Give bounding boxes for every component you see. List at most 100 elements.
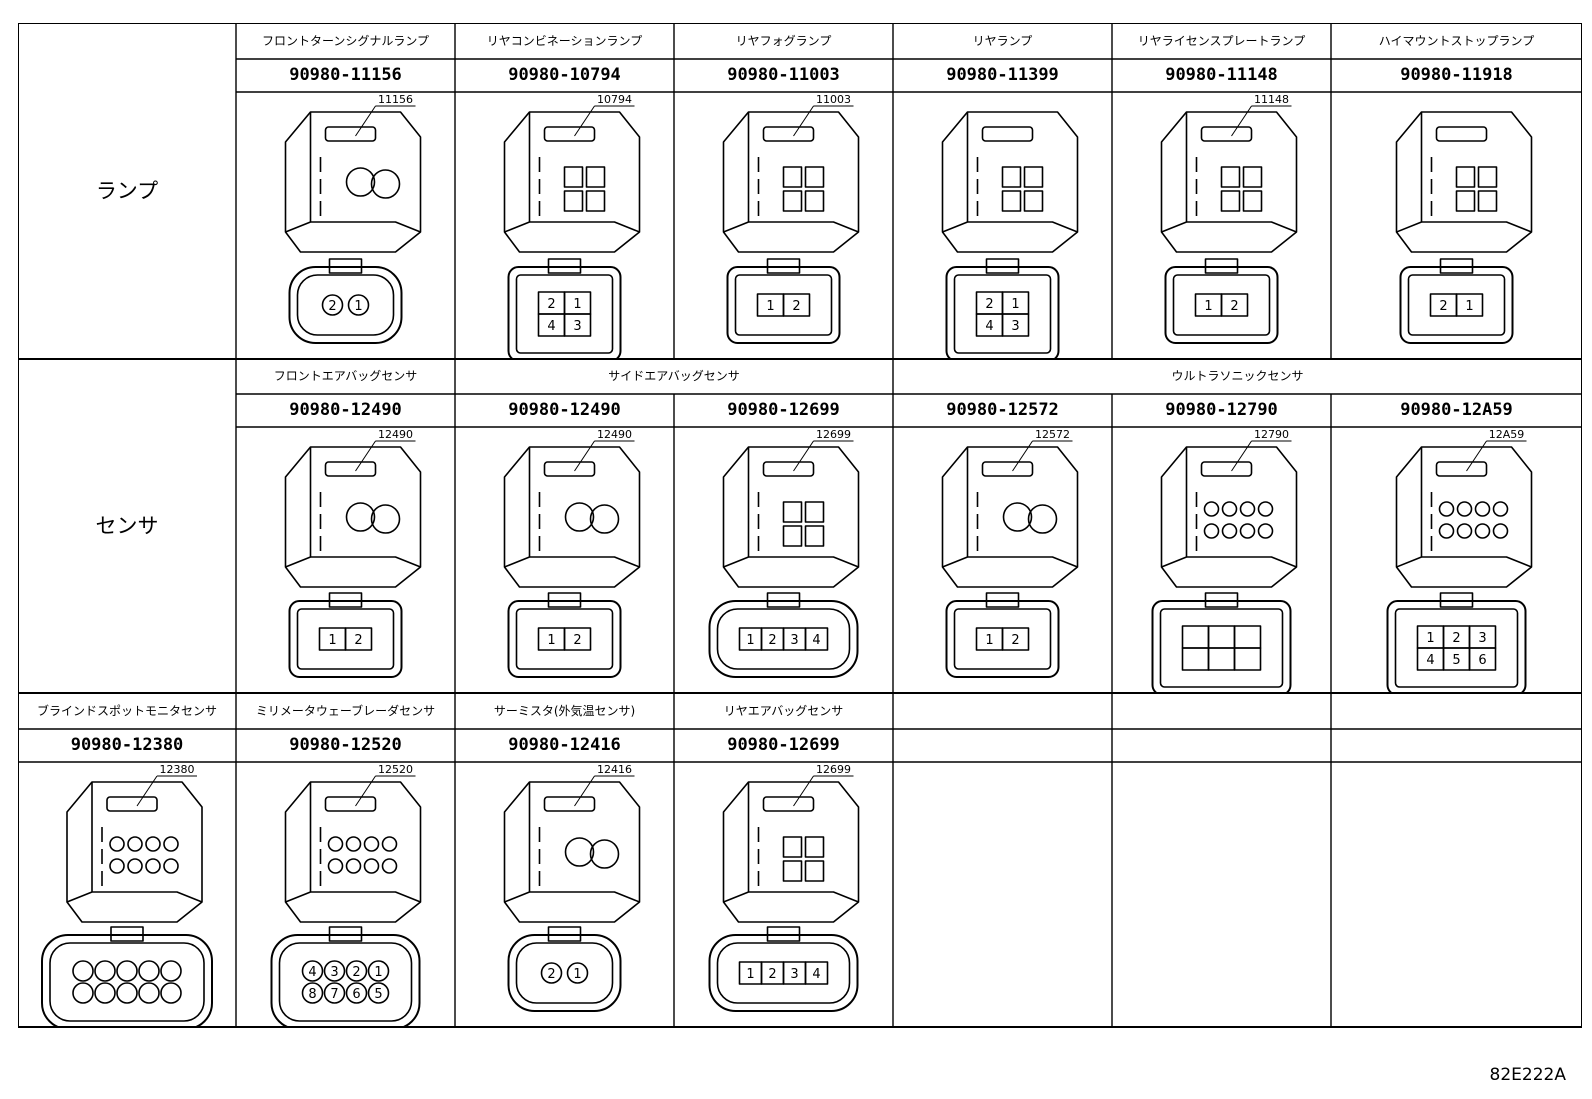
part-code-label: 12520 [378,763,413,776]
pin-number: 2 [1452,631,1460,646]
pin-cavity [782,293,811,317]
pin-number: 2 [768,633,776,648]
pin-cavity [1455,293,1484,317]
pin-number: 3 [790,633,798,648]
pin-number: 1 [1426,631,1434,646]
part-number: 90980-12A59 [1400,400,1513,420]
pin-cavity [1233,647,1262,671]
pin-cavity [1220,293,1249,317]
pin-cavity [1001,627,1030,651]
connector-illustration: 12490 1 2 [236,427,455,693]
pin-number: 3 [1478,631,1486,646]
connector-name: リヤコンビネーションランプ [486,34,643,48]
pin-cavity [563,627,592,651]
part-number: 90980-12572 [946,400,1059,420]
connector-face-drawing [41,926,213,1030]
part-code-callout: 12416 [574,763,635,807]
part-code-callout: 12380 [136,763,197,807]
part-code-callout: 12699 [793,763,854,807]
pin-cavity [347,294,370,316]
part-code-callout: 12520 [355,763,416,807]
pin-number: 1 [374,965,382,980]
connector-name [1112,693,1331,729]
connector-body-drawing [503,446,641,588]
connector-name: リヤライセンスプレートランプ [1137,34,1306,48]
pin-number: 1 [573,297,581,312]
part-number: 90980-11156 [289,65,402,85]
part-number: 90980-11003 [727,65,840,85]
part-code-label: 12699 [816,763,851,776]
pin-cavity [804,961,829,985]
pin-cavity [94,960,116,982]
connector-name: ブラインドスポットモニタセンサ [36,704,217,718]
pin-cavity [323,982,346,1004]
connector-name: ハイマウントストップランプ [1378,34,1535,48]
part-number: 90980-12416 [508,735,621,755]
part-code-label: 12490 [378,428,413,441]
pin-number: 2 [1439,299,1447,314]
pin-number: 7 [330,987,338,1002]
connector-body-drawing [722,111,860,253]
pin-number: 1 [766,299,774,314]
part-number: 90980-12380 [70,735,184,755]
pin-cavity [345,982,368,1004]
pin-cavity [116,960,138,982]
pin-cavity [804,627,829,651]
part-code-label: 11156 [378,93,413,106]
part-code-callout: 10794 [574,93,635,137]
part-code-label: 12A59 [1489,428,1525,441]
pin-cavity [1181,625,1210,649]
connector-illustration [1331,762,1582,1027]
pin-number: 8 [308,987,316,1002]
connector-name [893,693,1112,729]
pin-number: 1 [328,633,336,648]
connector-illustration [893,762,1112,1027]
pin-number: 2 [354,633,362,648]
part-code-label: 12699 [816,428,851,441]
sensor-group-label: ウルトラソニックセンサ [1171,369,1304,383]
pin-cavity [1468,647,1497,671]
connector-body-drawing [722,781,860,923]
pin-number: 1 [1465,299,1473,314]
pin-number: 5 [1452,653,1460,668]
pin-number: 2 [547,967,555,982]
pin-number: 4 [812,633,820,648]
pin-cavity [138,960,160,982]
pin-cavity [1233,625,1262,649]
part-number [893,729,1112,762]
pin-number: 3 [573,319,581,334]
pin-number: 1 [985,633,993,648]
part-code-callout: 12572 [1012,428,1073,472]
connector-illustration [1112,762,1331,1027]
pin-number: 1 [746,633,754,648]
connector-body-drawing [941,111,1079,253]
part-number: 90980-12699 [727,400,840,420]
part-code-callout: 12A59 [1466,428,1527,472]
pin-number: 3 [330,965,338,980]
connector-face-drawing [1151,592,1292,696]
connector-name: リヤランプ [972,34,1033,48]
pin-cavity [566,962,589,984]
pin-cavity [116,982,138,1004]
pin-cavity [1207,625,1236,649]
part-number: 90980-10794 [508,65,621,85]
pin-number: 1 [547,633,555,648]
pin-number: 1 [354,299,362,314]
connector-body-drawing [503,781,641,923]
part-code-label: 12416 [597,763,632,776]
part-code-callout: 12490 [574,428,635,472]
pin-number: 2 [328,299,336,314]
pin-number: 3 [1011,319,1019,334]
